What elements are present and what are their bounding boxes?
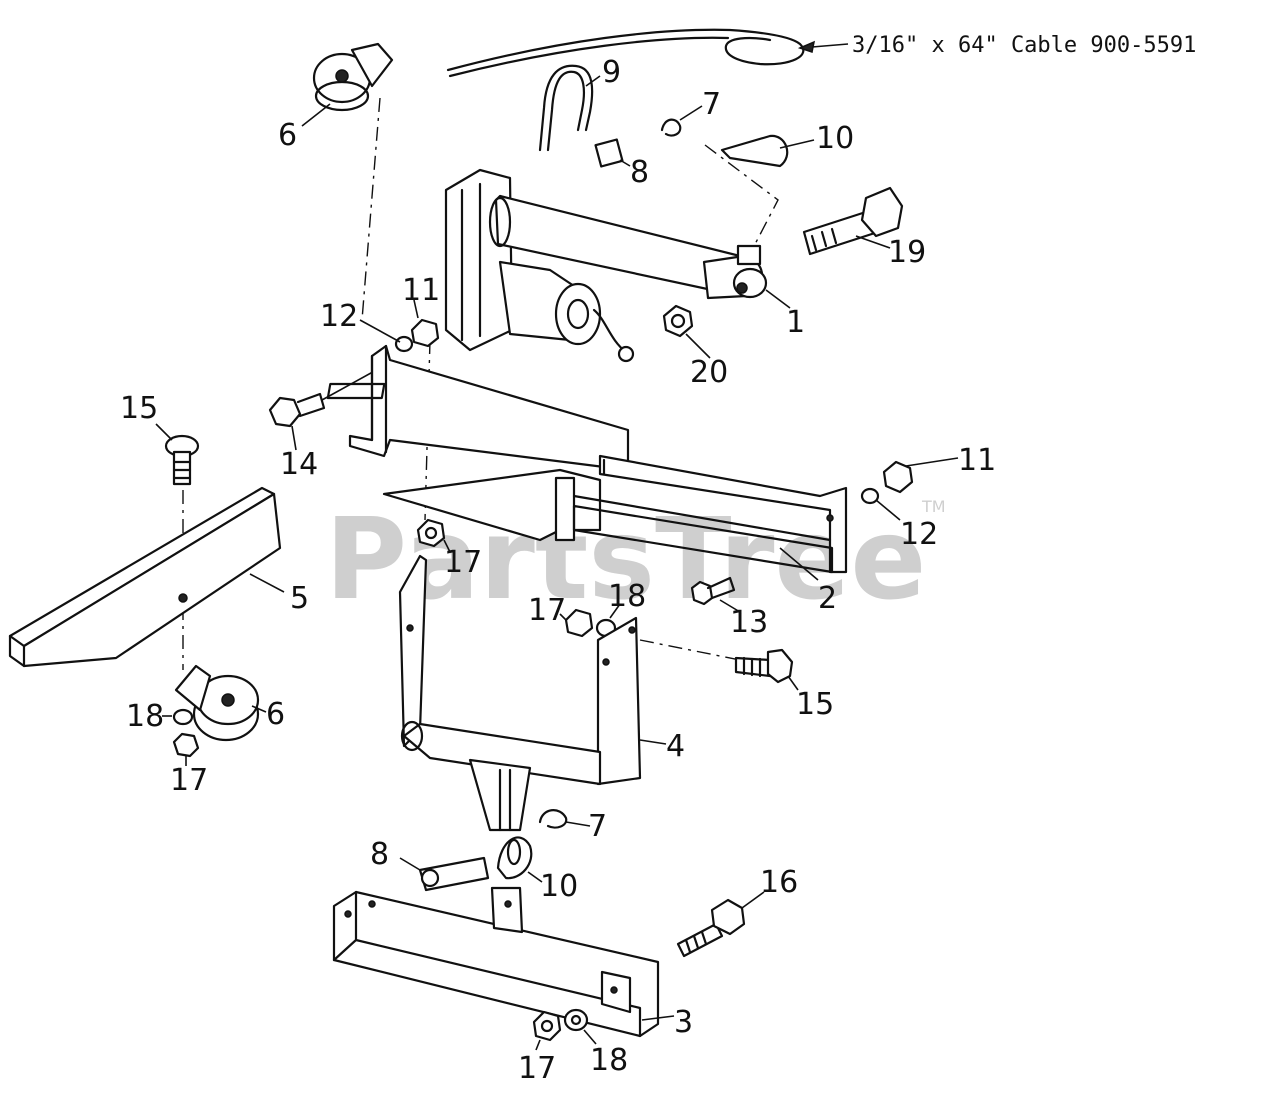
hose: 9 <box>538 55 621 152</box>
callout-6: 6 <box>278 118 297 153</box>
callout-17: 17 <box>444 545 482 580</box>
watermark-trademark: TM <box>921 497 946 516</box>
bolt-15-top: 15 <box>120 391 200 486</box>
callout-3: 3 <box>674 1005 693 1040</box>
callout-18: 18 <box>126 699 164 734</box>
callout-11: 11 <box>958 443 996 478</box>
callout-20: 20 <box>690 355 728 390</box>
clip-10-bottom: 10 <box>496 836 578 904</box>
callout-10: 10 <box>540 869 578 904</box>
callout-18: 18 <box>608 579 646 614</box>
bolt-15-right: 15 <box>734 648 834 722</box>
channel-5: 5 <box>8 486 309 668</box>
callout-15: 15 <box>120 391 158 426</box>
nut-11-left: 11 12 <box>320 273 440 353</box>
cable-part-label: 3/16" x 64" Cable 900-5591 <box>852 33 1196 58</box>
callout-15: 15 <box>796 687 834 722</box>
nut-17-center: 17 <box>416 518 482 580</box>
nut-11-right: 11 12 <box>860 443 996 552</box>
callout-12: 12 <box>900 517 938 552</box>
nut-17-left: 17 <box>170 732 208 798</box>
callout-17: 17 <box>518 1051 556 1086</box>
callout-7: 7 <box>702 87 721 122</box>
callout-8: 8 <box>370 837 389 872</box>
callout-19: 19 <box>888 235 926 270</box>
callout-13: 13 <box>730 605 768 640</box>
bolt-14: 14 <box>268 367 381 482</box>
centerline-15 <box>639 639 741 661</box>
callout-14: 14 <box>280 447 318 482</box>
clip-10-top: 10 <box>720 121 854 168</box>
centerline-left <box>361 97 381 321</box>
callout-5: 5 <box>290 581 309 616</box>
centerline-10 <box>704 144 779 251</box>
bolt-16: 16 <box>676 865 798 958</box>
clamp-8-bottom: 8 <box>370 837 490 892</box>
clip-7-bottom: 7 <box>538 809 607 844</box>
callout-16: 16 <box>760 865 798 900</box>
callout-4: 4 <box>666 729 685 764</box>
clamp-8-top: 8 <box>594 138 649 190</box>
frame-4: 4 <box>398 554 685 832</box>
callout-1: 1 <box>786 305 805 340</box>
cable: 3/16" x 64" Cable 900-5591 <box>446 28 1196 78</box>
actuator-assembly: 1 <box>444 168 805 363</box>
callout-8: 8 <box>630 155 649 190</box>
bolt-19: 19 <box>802 186 926 270</box>
callout-7: 7 <box>588 809 607 844</box>
callout-10: 10 <box>816 121 854 156</box>
pulley-bottom: 6 <box>174 664 285 742</box>
clip-7-top: 7 <box>660 87 721 137</box>
callout-2: 2 <box>818 581 837 616</box>
callout-17: 17 <box>170 763 208 798</box>
callout-11: 11 <box>402 273 440 308</box>
callout-18: 18 <box>590 1043 628 1078</box>
washer-18-left: 18 <box>126 699 194 734</box>
nut-20: 20 <box>662 304 728 390</box>
bolt-13: 13 <box>690 576 768 640</box>
bracket-2: 2 <box>326 344 848 616</box>
pulley-top: 6 <box>278 42 394 153</box>
callout-12: 12 <box>320 299 358 334</box>
washer-18-bottom: 18 <box>563 1008 628 1078</box>
base-3: 3 <box>332 886 693 1040</box>
callout-9: 9 <box>602 55 621 90</box>
callout-6: 6 <box>266 697 285 732</box>
callout-17: 17 <box>528 593 566 628</box>
nut-17-bottom: 17 <box>518 1010 562 1086</box>
